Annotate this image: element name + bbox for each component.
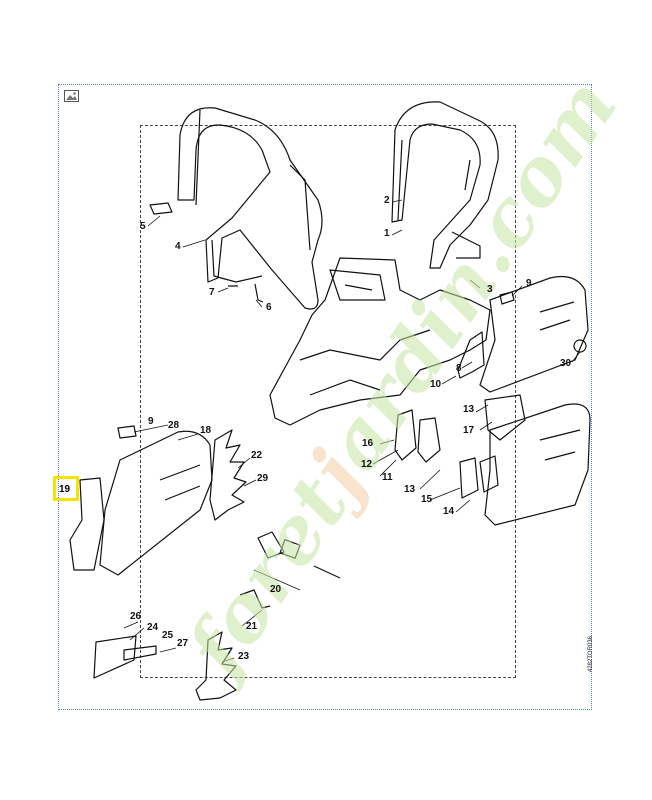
callout-7: 7 bbox=[209, 287, 215, 298]
callout-6: 6 bbox=[266, 302, 272, 313]
callout-30: 30 bbox=[560, 358, 572, 369]
handlebar-part bbox=[391, 101, 499, 269]
callout-9-lower: 9 bbox=[148, 416, 154, 427]
callout-13-upper: 13 bbox=[463, 404, 475, 415]
deflector-part bbox=[69, 477, 105, 571]
callout-4: 4 bbox=[175, 241, 181, 252]
callout-5: 5 bbox=[140, 221, 146, 232]
callout-9-upper: 9 bbox=[526, 278, 532, 289]
callout-11: 11 bbox=[382, 472, 393, 483]
callout-27: 27 bbox=[177, 638, 189, 649]
callout-16: 16 bbox=[362, 438, 374, 449]
callout-29: 29 bbox=[257, 473, 269, 484]
callout-10: 10 bbox=[430, 379, 442, 390]
diagram-reference: 4282TOR036 bbox=[588, 636, 594, 672]
image-icon bbox=[64, 90, 79, 102]
callout-12: 12 bbox=[361, 459, 373, 470]
handlebar-part bbox=[177, 107, 323, 310]
left-cover-part bbox=[99, 430, 213, 576]
sprocket-cover-part bbox=[479, 275, 589, 393]
highlighted-callout-19[interactable]: 19 bbox=[53, 476, 79, 501]
callout-25: 25 bbox=[162, 630, 174, 641]
callout-18: 18 bbox=[200, 425, 212, 436]
callout-2: 2 bbox=[384, 195, 390, 206]
callout-3: 3 bbox=[487, 284, 493, 295]
assembly-boundary bbox=[140, 125, 516, 678]
callout-17: 17 bbox=[463, 425, 475, 436]
callout-13-lower: 13 bbox=[404, 484, 416, 495]
diagram-frame bbox=[58, 84, 592, 710]
callout-20: 20 bbox=[270, 584, 282, 595]
callout-24: 24 bbox=[147, 622, 159, 633]
housing-part bbox=[269, 257, 491, 426]
callout-21: 21 bbox=[246, 621, 258, 632]
callout-26: 26 bbox=[130, 611, 142, 622]
callout-8: 8 bbox=[456, 363, 462, 374]
chain-cover-part bbox=[484, 403, 591, 526]
bumper-spike-part bbox=[209, 429, 247, 521]
callout-1: 1 bbox=[384, 228, 390, 239]
callout-23: 23 bbox=[238, 651, 250, 662]
callout-22: 22 bbox=[251, 450, 263, 461]
callout-15: 15 bbox=[421, 494, 433, 505]
bumper-spike-part bbox=[195, 631, 237, 701]
spacer-part bbox=[149, 202, 173, 215]
callout-28: 28 bbox=[168, 420, 180, 431]
callout-14: 14 bbox=[443, 506, 455, 517]
